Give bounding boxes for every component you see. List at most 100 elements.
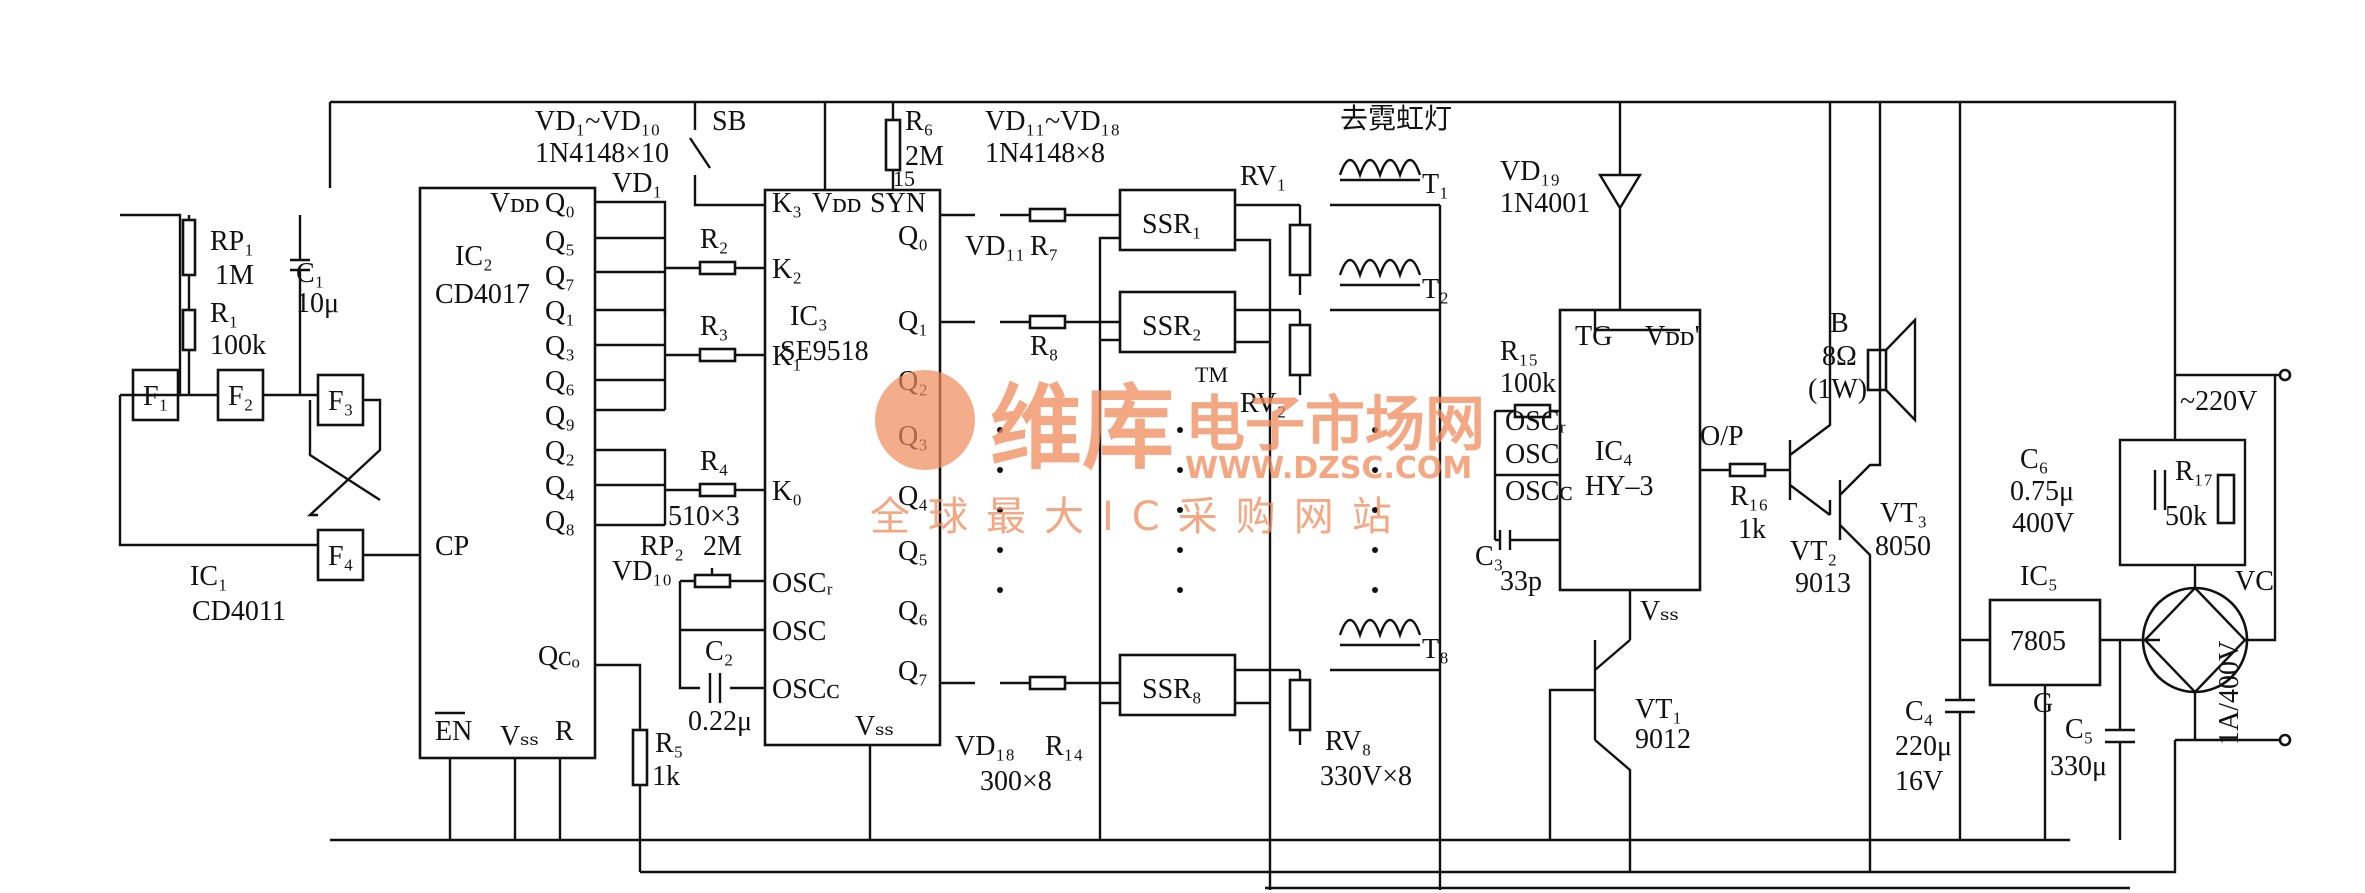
ic3-se9518: IC₃ SE9518 K₃ Vᴅᴅ SYN K₂ K₁ K₀ OSCᵣ OSC … bbox=[763, 102, 942, 840]
rp1-value: 1M bbox=[215, 260, 254, 291]
ic4-pin-vdd: Vᴅᴅ' bbox=[1645, 321, 1700, 352]
ic1-part: CD4011 bbox=[192, 596, 286, 627]
r2-resistor bbox=[698, 260, 737, 276]
t1-label: T₁ bbox=[1422, 169, 1449, 200]
vd1-vd10-range: VD₁~VD₁₀ bbox=[535, 106, 660, 137]
vd1-vd10-part: 1N4148×10 bbox=[535, 138, 669, 169]
ic5-part: 7805 bbox=[2010, 626, 2066, 657]
ic4-pin-oscc: OSCᴄ bbox=[1505, 476, 1573, 507]
c2-value: 0.22μ bbox=[688, 706, 752, 737]
r7-resistor bbox=[1028, 207, 1067, 223]
vt2-label: VT₂ bbox=[1790, 536, 1837, 567]
ssr1-label: SSR₁ bbox=[1142, 209, 1202, 240]
rp1-potentiometer bbox=[181, 218, 197, 277]
ic2-pin-q5: Q₅ bbox=[545, 226, 575, 257]
r6-value: 2M bbox=[905, 141, 944, 172]
ic2-cd4017: IC₂ CD4017 Vᴅᴅ Q₀ Q₅ Q₇ Q₁ Q₃ Q₆ Q₉ Q₂ Q… bbox=[418, 186, 683, 872]
ic2-pin-q6: Q₆ bbox=[545, 366, 575, 397]
rv8-label: RV₈ bbox=[1325, 726, 1371, 757]
ic3-pin-k3: K₃ bbox=[772, 188, 802, 219]
power-supply: C₄ 220μ 16V 7805 IC₅ G C₅ 330μ C₆ 0.75μ … bbox=[1895, 102, 2292, 840]
vd19-label: VD₁₉ bbox=[1500, 156, 1560, 187]
r15-value: 100k bbox=[1500, 368, 1556, 399]
ic2-pin-q4: Q₄ bbox=[545, 471, 575, 502]
ic5-g-pin: G bbox=[2033, 688, 2053, 719]
rp2-potentiometer bbox=[693, 573, 732, 589]
ic2-pin-r: R bbox=[555, 716, 574, 747]
r1-resistor bbox=[181, 308, 197, 352]
r4-resistor bbox=[698, 482, 737, 498]
ic3-pin-q1: Q₁ bbox=[898, 306, 928, 337]
ic4-name: IC₄ bbox=[1595, 436, 1633, 467]
ic3-pin-vdd: Vᴅᴅ bbox=[812, 188, 862, 219]
ic2-pin-q7: Q₇ bbox=[545, 261, 575, 292]
ic3-pin-oscc: OSCᴄ bbox=[772, 674, 840, 705]
r5-resistor bbox=[631, 728, 649, 787]
ic2-pin-q2: Q₂ bbox=[545, 436, 575, 467]
ic2-pin-q8: Q₈ bbox=[545, 506, 575, 537]
ic2-pin-q3: Q₃ bbox=[545, 331, 575, 362]
ssr8-box bbox=[1118, 653, 1237, 717]
mains-label: ~220V bbox=[2180, 386, 2257, 417]
r3-resistor bbox=[698, 347, 737, 363]
r8-label: R₈ bbox=[1030, 331, 1058, 362]
r-set-value: 300×8 bbox=[980, 766, 1052, 797]
ic2-name: IC₂ bbox=[455, 241, 493, 272]
ic3-pin-syn: SYN bbox=[870, 188, 926, 219]
vd1-label: VD₁ bbox=[612, 168, 662, 199]
ic3-pin-q7: Q₇ bbox=[898, 656, 928, 687]
r4-value: 510×3 bbox=[668, 501, 740, 532]
gate-f4-label: F₄ bbox=[328, 541, 353, 572]
c6-volt: 400V bbox=[2012, 508, 2074, 539]
ic2-pin-q0: Q₀ bbox=[545, 188, 575, 219]
rv1-varistor bbox=[1288, 223, 1312, 277]
rv-transformers: RV₁ RV₂ RV₈ 330V×8 去霓虹灯 T₁ T₂ T₈ bbox=[1240, 103, 1452, 890]
ic3-pin-q5: Q₅ bbox=[898, 536, 928, 567]
mains-terminal-bottom bbox=[2278, 733, 2292, 747]
c3-label: C₃ bbox=[1475, 541, 1503, 572]
ic3-pin-q4: Q₄ bbox=[898, 481, 928, 512]
watermark-logo-icon bbox=[875, 370, 975, 470]
c1-label: C₁ bbox=[296, 258, 324, 289]
amplifier-speaker: VT₂ 9013 VT₃ 8050 B 8Ω (1W) bbox=[1788, 102, 1931, 872]
speaker-power: (1W) bbox=[1808, 374, 1867, 405]
vt1-label: VT₁ bbox=[1635, 694, 1682, 725]
c3-value: 33p bbox=[1500, 566, 1542, 597]
ic2-pin-q9: Q₉ bbox=[545, 401, 575, 432]
rp1-label: RP₁ bbox=[210, 226, 254, 257]
r1-value: 100k bbox=[210, 330, 266, 361]
r6-label: R₆ bbox=[905, 106, 933, 137]
ic2-pin-qco: Qᴄₒ bbox=[538, 641, 580, 672]
r1-label: R₁ bbox=[210, 298, 238, 329]
ic4-pin-vss: Vₛₛ bbox=[1640, 596, 1679, 627]
rv8-value: 330V×8 bbox=[1320, 761, 1412, 792]
r8-resistor bbox=[1028, 314, 1067, 330]
ssr2-box bbox=[1118, 290, 1237, 354]
vd19-part: 1N4001 bbox=[1500, 188, 1590, 219]
watermark-slogan: 全球最大IC采购网站 bbox=[870, 494, 1410, 540]
r16-resistor bbox=[1728, 462, 1767, 478]
ssr1-box bbox=[1118, 188, 1237, 252]
ic3-pin-osc: OSC bbox=[772, 616, 826, 647]
ic4-pin-osc: OSC bbox=[1505, 439, 1559, 470]
ic3-pin-q0: Q₀ bbox=[898, 221, 928, 252]
ic4-section: VD₁₉ 1N4001 TG Vᴅᴅ' OSCᵣ OSC OSCᴄ IC₄ HY… bbox=[1475, 102, 1790, 872]
ic3-pin-k2: K₂ bbox=[772, 254, 802, 285]
r5-label: R₅ bbox=[655, 728, 683, 759]
c6-value: 0.75μ bbox=[2010, 476, 2074, 507]
ic4-pin-tg: TG bbox=[1575, 321, 1612, 352]
ic3-pin-q6: Q₆ bbox=[898, 596, 928, 627]
vt1-part: 9012 bbox=[1635, 724, 1691, 755]
ic1-section: RP₁ 1M R₁ 100k C₁ 10μ F₁ F₂ F₃ F₄ IC₁ CD… bbox=[118, 213, 420, 627]
vt3-label: VT₃ bbox=[1880, 498, 1927, 529]
r5-value: 1k bbox=[652, 761, 680, 792]
vd11-label: VD₁₁ bbox=[965, 231, 1025, 262]
r6-section: R₆ 2M 15 bbox=[884, 102, 944, 191]
ic2-pin-cp: CP bbox=[435, 531, 469, 562]
r2-label: R₂ bbox=[700, 224, 728, 255]
gate-f3-label: F₃ bbox=[328, 386, 353, 417]
ic3-pin-oscr: OSCᵣ bbox=[772, 568, 833, 599]
vt3-part: 8050 bbox=[1875, 531, 1931, 562]
ic3-pin-vss: Vₛₛ bbox=[855, 711, 894, 742]
